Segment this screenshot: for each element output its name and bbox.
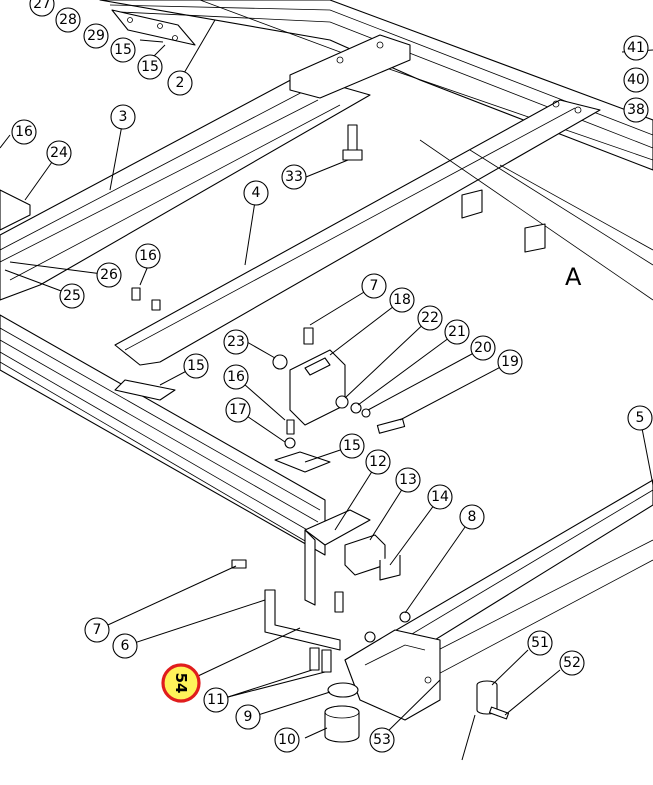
callout: 18 (389, 287, 415, 313)
callout-label: 3 (119, 109, 128, 125)
callout-label: 5 (636, 410, 645, 426)
callout: 23 (223, 329, 249, 355)
callout: 20 (470, 335, 496, 361)
callout-label: 14 (431, 489, 449, 505)
callout: 12 (365, 449, 391, 475)
callout: 51 (527, 630, 553, 656)
callout-label: 15 (114, 42, 132, 58)
view-label: A (565, 263, 582, 291)
callout: 8 (459, 504, 485, 530)
callout: 7 (361, 273, 387, 299)
callout-label: 21 (448, 324, 466, 340)
callout: 13 (395, 467, 421, 493)
callout: 5 (627, 405, 653, 431)
callout: 15 (137, 54, 163, 80)
highlighted-callout: 54 (161, 663, 201, 703)
callout-label: 15 (187, 358, 205, 374)
frame-structure (0, 0, 653, 706)
callout: 15 (110, 37, 136, 63)
callout-label: 40 (627, 72, 645, 88)
callout: 14 (427, 484, 453, 510)
callout: 16 (223, 364, 249, 390)
callout: 22 (417, 305, 443, 331)
callout-label: 9 (244, 709, 253, 725)
callout: 15 (339, 433, 365, 459)
callout-label: 28 (59, 12, 77, 28)
callout: 33 (281, 164, 307, 190)
callout-label: 53 (373, 732, 391, 748)
callout: 9 (235, 704, 261, 730)
callout-label: 16 (227, 369, 245, 385)
callout-label: 19 (501, 354, 519, 370)
callout: 16 (135, 243, 161, 269)
callout-label: 52 (563, 655, 581, 671)
callout: 3 (110, 104, 136, 130)
callout-label: 11 (207, 692, 225, 708)
callout: 41 (623, 35, 649, 61)
callout: 19 (497, 349, 523, 375)
callout-label: 15 (141, 59, 159, 75)
callout: 24 (46, 140, 72, 166)
callout-label: 33 (285, 169, 303, 185)
callout-label: 6 (121, 638, 130, 654)
callout: 28 (55, 7, 81, 33)
callout: 26 (96, 262, 122, 288)
callout: 21 (444, 319, 470, 345)
callout-label: 29 (87, 28, 105, 44)
callout-list: 27 28 29 15 15 2 41 40 38 3 16 24 33 4 1… (11, 0, 653, 753)
callout-label: 16 (15, 124, 33, 140)
callout-label: 18 (393, 292, 411, 308)
callout-label: 7 (370, 278, 379, 294)
highlight-ring (161, 663, 201, 703)
callout-label: 26 (100, 267, 118, 283)
callout: 11 (203, 687, 229, 713)
callout: 15 (183, 353, 209, 379)
callout: 4 (243, 180, 269, 206)
callout: 38 (623, 97, 649, 123)
callout-label: 24 (50, 145, 68, 161)
callout-label: 4 (252, 185, 261, 201)
callout: 2 (167, 70, 193, 96)
callout: 6 (112, 633, 138, 659)
callout-label: 38 (627, 102, 645, 118)
callout: 29 (83, 23, 109, 49)
callout: 10 (274, 727, 300, 753)
callout-label: 16 (139, 248, 157, 264)
callout-label: 23 (227, 334, 245, 350)
callout-label: 25 (63, 288, 81, 304)
callout-label: 8 (468, 509, 477, 525)
callout: 52 (559, 650, 585, 676)
callout: 17 (225, 397, 251, 423)
callout-label: 7 (93, 622, 102, 638)
callout-label: 10 (278, 732, 296, 748)
callout-label: 27 (33, 0, 51, 12)
callout: 25 (59, 283, 85, 309)
callout: 40 (623, 67, 649, 93)
callout: 16 (11, 119, 37, 145)
callout-label: 41 (627, 40, 645, 56)
plates-and-brackets (0, 9, 546, 761)
callout-label: 22 (421, 310, 439, 326)
callout-label: 12 (369, 454, 387, 470)
callout-label: 13 (399, 472, 417, 488)
callout-label: 17 (229, 402, 247, 418)
callout-label: 2 (176, 75, 185, 91)
callout-label: 15 (343, 438, 361, 454)
callout-label: 51 (531, 635, 549, 651)
highlight-label: 54 (172, 673, 190, 694)
callout: 53 (369, 727, 395, 753)
callout: 7 (84, 617, 110, 643)
callout-label: 20 (474, 340, 492, 356)
callout: 27 (29, 0, 55, 17)
